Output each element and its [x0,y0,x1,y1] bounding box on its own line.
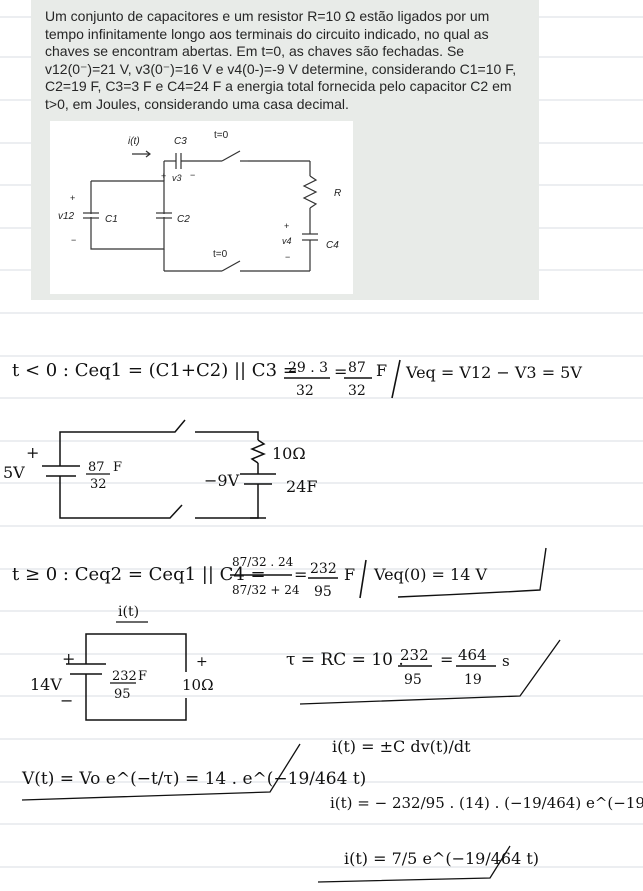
it-result: i(t) = 7/5 e^(−19/464 t) [344,849,539,868]
c4-label: C4 [326,240,339,251]
c1-cap2: 24F [286,477,317,496]
c2-plus: + [62,649,75,668]
sol-line1-den2: 32 [348,383,366,399]
c1-label: C1 [105,214,118,225]
v12-minus: − [71,235,76,245]
circuit-diagram: i(t) C3 t=0 + v3 − + v12 − C1 C2 R + v4 … [50,121,353,294]
question-text: Um conjunto de capacitores e um resistor… [45,8,530,114]
c1-cap-num: 87 [88,460,105,475]
question-line: v12(0⁻)=21 V, v3(0⁻)=16 V e v4(0-)=-9 V … [45,61,530,79]
sol-line1-num: 29 . 3 [288,360,328,376]
c2-label: C2 [177,214,190,225]
sol-line2-left: t ≥ 0 : Ceq2 = Ceq1 || C4 = [12,564,266,585]
c1-cap-den: 32 [90,477,107,492]
sol-line2-unit: F [344,565,355,584]
tau-den: 95 [404,672,422,688]
v12-plus: + [70,193,75,203]
c2-resistor: 10Ω [182,676,214,694]
question-line: chaves se encontram abertas. Em t=0, as … [45,43,530,61]
sol-line2-num2: 232 [310,561,337,577]
question-line-text: C2=19 F, C3=3 F e C4=24 F a energia tota… [45,78,512,95]
sol-line2-eq: = [294,565,307,584]
r-label: R [334,188,341,199]
it-def: i(t) = ±C dv(t)/dt [332,737,471,756]
it-subst: i(t) = − 232/95 . (14) . (−19/464) e^(−1… [330,794,643,812]
question-line: t>0, em Joules, considerando uma casa de… [45,96,530,114]
question-line-text: chaves se encontram abertas. Em t=0, as … [45,43,465,60]
sol-line1-unit: F [376,361,387,380]
c3-label: C3 [174,136,187,147]
tau-eq: = [440,650,453,669]
c2-cap-unit: F [138,669,147,684]
sol-line2-right: Veq(0) = 14 V [373,565,487,584]
v4-minus: − [285,252,290,262]
switch-top-label: t=0 [214,130,229,141]
question-line-text: t>0, em Joules, considerando uma casa de… [45,95,349,112]
c1-voltage: 5V [3,463,25,482]
c2-cap-num: 232 [112,669,137,684]
c2-minus: − [60,691,73,710]
c2-current: i(t) [118,604,139,620]
sol-line1-num2: 87 [348,360,366,376]
tau-num2: 464 [458,646,487,664]
v4-label: v4 [282,236,292,246]
c1-cap-unit: F [113,460,122,475]
c1-plus: + [26,443,39,462]
circuit-schematic: i(t) C3 t=0 + v3 − + v12 − C1 C2 R + v4 … [58,130,341,272]
c1-voltage2: −9V [204,471,240,490]
sol-line1-den: 32 [296,383,314,399]
tau-num: 232 [400,646,429,664]
v12-label: v12 [58,211,75,222]
switch-bottom-label: t=0 [213,249,228,260]
current-label: i(t) [128,136,140,147]
question-line: tempo infinitamente longo aos terminais … [45,26,530,44]
v3-label: v3 [172,173,182,183]
question-line-text: tempo infinitamente longo aos terminais … [45,25,489,42]
v3-plus: + [161,171,166,181]
tau-left: τ = RC = 10 . [286,650,404,670]
c1-resistor: 10Ω [272,444,306,463]
c2-voltage: 14V [30,675,62,694]
question-line: C2=19 F, C3=3 F e C4=24 F a energia tota… [45,78,530,96]
tau-unit: s [502,652,510,670]
sol-line1-right: Veq = V12 − V3 = 5V [405,363,582,382]
tau-den2: 19 [464,672,482,688]
sol-line2-den2: 95 [314,584,332,600]
sol-line1-left: t < 0 : Ceq1 = (C1+C2) || C3 = [12,360,298,381]
sol-line2-num: 87/32 . 24 [232,555,294,569]
sol-line2-den: 87/32 + 24 [232,583,300,597]
question-line-text: v12(0⁻)=21 V, v3(0⁻)=16 V e v4(0-)=-9 V … [45,60,517,77]
c2-res-plus: + [196,654,208,670]
v4-plus: + [284,221,289,231]
sol-line1-eq: = [334,362,347,381]
v3-minus: − [190,170,195,180]
question-line: Um conjunto de capacitores e um resistor… [45,8,530,26]
c2-cap-den: 95 [114,687,131,702]
question-line-text: Um conjunto de capacitores e um resistor… [45,8,490,24]
vt-expression: V(t) = Vo e^(−t/τ) = 14 . e^(−19/464 t) [21,769,366,789]
